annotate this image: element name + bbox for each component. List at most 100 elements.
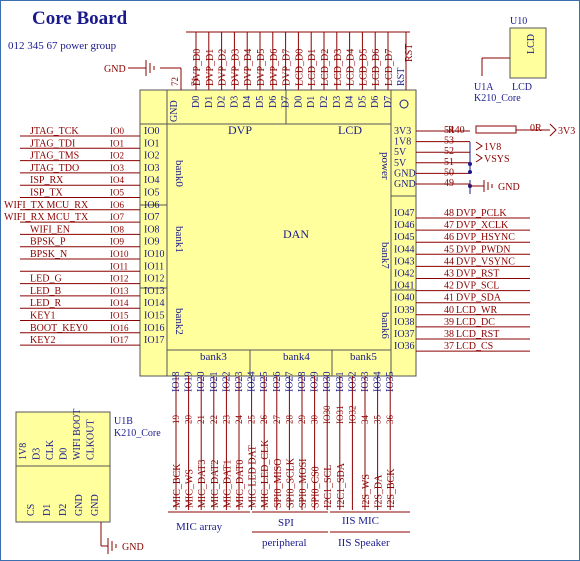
bottom-net-label: MIC_DAT0 (235, 460, 246, 508)
left-pin-name: IO13 (144, 286, 165, 297)
top-net-label: LCD_D0 (294, 49, 305, 86)
top-pin-name: D6 (268, 96, 279, 108)
bottom-pin-num: 29 (297, 415, 307, 425)
top-net-label: LCD_D3 (333, 49, 344, 86)
left-pin-name: IO12 (144, 274, 165, 285)
left-pin-num: IO8 (110, 224, 124, 234)
right-power-num: 49 (444, 178, 454, 189)
left-pin-num: IO0 (110, 126, 124, 136)
rst-pin-name: RST (396, 68, 407, 86)
bottom-pin-num: 19 (171, 415, 181, 425)
right-power-pin-name: GND (394, 179, 416, 190)
bank1-label: bank1 (173, 226, 185, 253)
left-net-label: KEY1 (30, 311, 56, 322)
left-pin-name: IO1 (144, 138, 160, 149)
bottom-pin-num: 22 (209, 415, 219, 424)
bottom-net-label: I2C1_SCL (323, 465, 334, 508)
bank6-label: bank6 (379, 312, 391, 339)
u1b-top-pin: WIFI BOOT (72, 409, 83, 460)
left-pin-num: IO12 (110, 274, 129, 284)
right-pin-name: IO40 (394, 293, 415, 304)
top-net-label: DVP_D5 (256, 49, 267, 86)
top-net-label: LCD_D1 (307, 49, 318, 86)
1v8-net: 1V8 (484, 142, 501, 153)
u1b-bottom-pin: CS (26, 504, 37, 516)
bottom-net-label: MIC_BCK (172, 463, 183, 508)
right-net-label: LCD_DC (456, 317, 495, 328)
right-pin-name: IO42 (394, 269, 415, 280)
bottom-net-label: MIC_DAT1 (222, 460, 233, 508)
left-pin-num: IO1 (110, 138, 124, 148)
rst-net: RST (404, 44, 415, 62)
u1b-core: K210_Core (114, 428, 161, 439)
left-pin-name: IO4 (144, 175, 160, 186)
bottom-pin-num: IO31 (335, 406, 345, 425)
left-pin-num: IO3 (110, 163, 124, 173)
u10-block (509, 27, 547, 79)
right-pin-num: 39 (444, 317, 454, 328)
bottom-net-label: I2S_DA (374, 474, 385, 508)
r40-label: R40 (448, 125, 465, 136)
right-power-pin-name: GND (394, 168, 416, 179)
chip-center-label: DAN (283, 227, 309, 241)
vsys-net: VSYS (484, 154, 510, 165)
right-pin-name: IO45 (394, 232, 415, 243)
top-net-label: DVP_D0 (192, 49, 203, 86)
right-pin-name: IO44 (394, 244, 415, 255)
top-net-label: LCD_D6 (371, 49, 382, 86)
left-pin-name: IO3 (144, 163, 160, 174)
top-pin-name: D2 (319, 96, 330, 108)
left-net-label: BPSK_P (30, 237, 66, 248)
bottom-net-label: MIC LED DAT (248, 445, 259, 508)
top-net-label: LCD_D4 (346, 49, 357, 86)
left-pin-name: IO8 (144, 224, 160, 235)
left-net-label: JTAG_TMS (30, 151, 79, 162)
left-pin-group: IO0IO0JTAG_TCKIO1IO1JTAG_TDIIO2IO2JTAG_T… (4, 126, 165, 346)
bottom-net-label: MIC_DAT3 (197, 460, 208, 508)
bottom-net-label: I2C1_SDA (336, 462, 347, 508)
right-pin-name: IO46 (394, 220, 415, 231)
group-spi: SPI (278, 517, 294, 529)
bottom-pin-num: IO32 (347, 406, 357, 425)
left-pin-num: IO2 (110, 151, 124, 161)
group-iis-speaker: IIS Speaker (338, 537, 390, 549)
gnd-net-label-top: GND (104, 64, 126, 75)
dvp-label: DVP (228, 123, 252, 137)
title: Core Board (32, 8, 128, 29)
u1b-bottom-pin: GND (74, 494, 85, 516)
bottom-pin-num: 26 (259, 415, 269, 425)
right-power-num: 53 (444, 136, 454, 147)
r40-resistor (475, 125, 517, 134)
right-pin-num: 41 (444, 293, 454, 304)
bottom-pin-num: 30 (310, 415, 320, 425)
right-power-pin-name: 5V (394, 158, 407, 169)
top-pin-name: D5 (357, 96, 368, 108)
bottom-net-label: SPI0_CS0 (311, 466, 322, 508)
top-pin-name: D3 (229, 96, 240, 108)
top-net-label: LCD_D5 (358, 49, 369, 86)
bottom-pin-num: 28 (284, 415, 294, 425)
left-pin-name: IO6 (144, 200, 160, 211)
right-power-num: 51 (444, 157, 454, 168)
left-pin-name: IO16 (144, 323, 165, 334)
pin1-marker (399, 99, 409, 109)
top-net-label: DVP_D4 (243, 49, 254, 86)
top-pin-name: D3 (332, 96, 343, 108)
right-pin-num: 48 (444, 208, 454, 219)
top-pin-name: D4 (345, 96, 356, 108)
left-pin-num: IO9 (110, 237, 124, 247)
top-net-label: LCD_D2 (320, 49, 331, 86)
u10-ref: U10 (510, 16, 527, 27)
left-pin-num: IO15 (110, 311, 129, 321)
right-net-label: DVP_SCL (456, 281, 499, 292)
right-pin-num: 43 (444, 269, 454, 280)
u1b-bottom-pin: GND (90, 494, 101, 516)
group-mic: MIC array (176, 521, 223, 533)
u10-name: LCD (526, 34, 537, 54)
right-pin-name: IO41 (394, 281, 415, 292)
bottom-pin-num: 35 (373, 415, 383, 425)
right-power-num: 50 (444, 167, 454, 178)
right-net-label: DVP_RST (456, 269, 499, 280)
